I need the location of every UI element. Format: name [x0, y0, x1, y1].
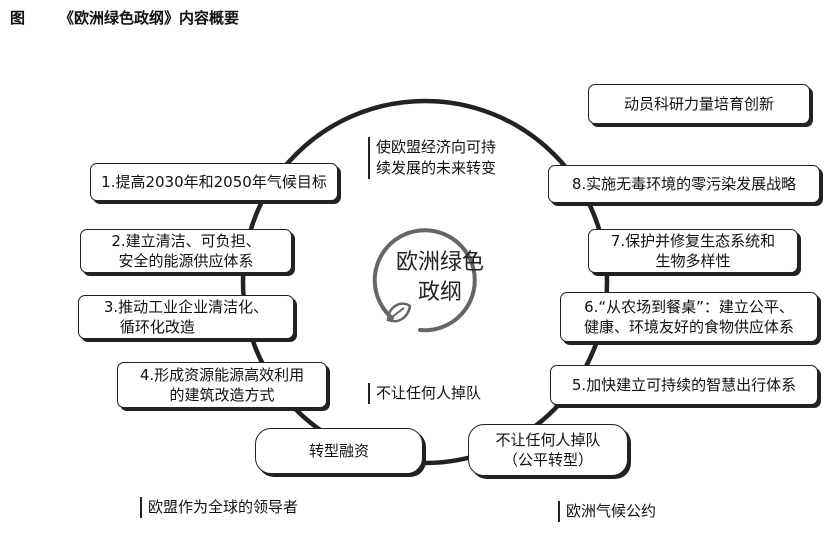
innovation-box: 动员科研力量培育创新	[588, 84, 810, 124]
transition-finance-box: 转型融资	[255, 428, 423, 474]
just-transition-line-1: 不让任何人掉队	[495, 431, 601, 449]
center-ring	[372, 228, 477, 333]
footer-left-note: 欧盟作为全球的领导者	[140, 497, 298, 518]
left-item-4: 4.形成资源能源高效利用 的建筑改造方式	[117, 362, 327, 408]
right-item-6-line-2: 健康、环境友好的食物供应体系	[583, 318, 794, 336]
outer-circle	[240, 98, 610, 466]
top-note: 使欧盟经济向可持 续发展的未来转变	[368, 137, 496, 179]
top-note-line-2: 续发展的未来转变	[376, 159, 497, 177]
footer-left-text: 欧盟作为全球的领导者	[148, 498, 299, 516]
center-label: 欧洲绿色 政纲	[380, 248, 500, 308]
figure-label: 图	[10, 9, 26, 27]
right-item-7-line-2: 生物多样性	[655, 252, 731, 270]
right-item-5: 5.加快建立可持续的智慧出行体系	[550, 365, 818, 405]
just-transition-line-2: （公平转型）	[502, 451, 593, 469]
just-transition-box: 不让任何人掉队 （公平转型）	[468, 424, 628, 476]
left-item-3: 3.推动工业企业清洁化、 循环化改造	[78, 295, 294, 339]
left-item-2-line-2: 安全的能源供应体系	[118, 252, 254, 270]
right-item-8-text: 8.实施无毒环境的零污染发展战略	[571, 175, 797, 193]
left-item-1-text: 1.提高2030年和2050年气候目标	[101, 173, 327, 191]
center-line-1: 欧洲绿色	[395, 250, 484, 275]
footer-right-note: 欧洲气候公约	[558, 501, 656, 522]
footer-right-text: 欧洲气候公约	[566, 502, 657, 520]
left-item-3-line-1: 3.推动工业企业清洁化、	[103, 298, 269, 316]
transition-finance-text: 转型融资	[308, 442, 369, 460]
left-item-3-line-2: 循环化改造	[119, 318, 195, 336]
right-item-6-line-1: 6.“从农场到餐桌”：建立公平、	[584, 298, 794, 316]
top-note-line-1: 使欧盟经济向可持	[376, 138, 497, 156]
center-line-2: 政纲	[417, 280, 462, 305]
inner-note-text: 不让任何人掉队	[376, 384, 482, 402]
left-item-1: 1.提高2030年和2050年气候目标	[90, 163, 338, 201]
left-item-4-line-1: 4.形成资源能源高效利用	[139, 366, 305, 384]
inner-note: 不让任何人掉队	[368, 383, 481, 404]
right-item-5-text: 5.加快建立可持续的智慧出行体系	[571, 376, 797, 394]
leaf-icon	[386, 302, 412, 323]
right-item-6: 6.“从农场到餐桌”：建立公平、 健康、环境友好的食物供应体系	[560, 292, 818, 342]
left-item-4-line-2: 的建筑改造方式	[169, 386, 275, 404]
diagram-title: 图 《欧洲绿色政纲》内容概要	[10, 7, 239, 28]
left-item-2-line-1: 2.建立清洁、可负担、	[111, 232, 261, 250]
right-item-7-line-1: 7.保护并修复生态系统和	[610, 232, 776, 250]
title-text: 《欧洲绿色政纲》内容概要	[59, 9, 240, 27]
innovation-box-text: 动员科研力量培育创新	[623, 95, 774, 113]
right-item-8: 8.实施无毒环境的零污染发展战略	[548, 165, 820, 203]
right-item-7: 7.保护并修复生态系统和 生物多样性	[588, 229, 798, 273]
left-item-2: 2.建立清洁、可负担、 安全的能源供应体系	[80, 229, 292, 273]
